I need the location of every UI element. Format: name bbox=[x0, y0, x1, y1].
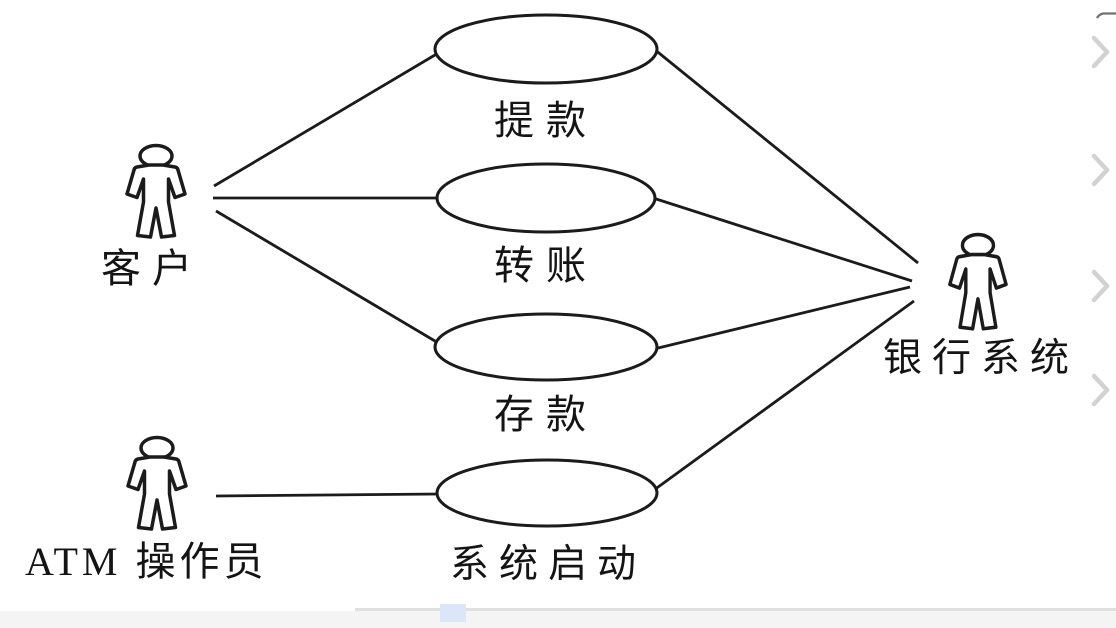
next-chevron-icon[interactable] bbox=[1091, 153, 1110, 187]
assoc-transfer-bank bbox=[652, 196, 913, 283]
use-case-withdraw-ellipse bbox=[433, 13, 659, 85]
next-chevron-icon[interactable] bbox=[1091, 35, 1110, 69]
assoc-customer-withdraw bbox=[213, 50, 441, 188]
use-case-transfer-ellipse bbox=[435, 162, 657, 234]
actor-atm-operator-label: ATM 操作员 bbox=[25, 539, 268, 584]
assoc-deposit-bank bbox=[653, 285, 911, 351]
use-case-deposit-ellipse bbox=[433, 312, 659, 382]
use-case-withdraw-label: 提款 bbox=[494, 98, 598, 143]
top-right-border-artifact bbox=[1096, 12, 1116, 19]
bottom-border-artifact bbox=[355, 608, 1116, 611]
use-case-deposit-label: 存款 bbox=[494, 392, 598, 437]
actor-customer-icon bbox=[125, 143, 187, 239]
actor-bank-system-icon bbox=[948, 232, 1008, 331]
bottom-band-artifact bbox=[0, 611, 1116, 628]
assoc-operator-startup bbox=[215, 492, 441, 498]
actor-customer-label: 客户 bbox=[101, 246, 203, 291]
actor-bank-system-label: 银行系统 bbox=[882, 337, 1079, 380]
use-case-startup-label: 系统启动 bbox=[449, 543, 646, 586]
use-case-startup-ellipse bbox=[435, 458, 659, 528]
association-lines bbox=[213, 47, 919, 498]
assoc-startup-bank bbox=[653, 299, 915, 492]
bottom-highlight-artifact bbox=[440, 604, 466, 622]
next-chevron-icon[interactable] bbox=[1091, 373, 1110, 407]
next-chevron-icon[interactable] bbox=[1091, 269, 1110, 303]
assoc-customer-deposit bbox=[215, 209, 441, 346]
use-case-ellipses bbox=[433, 13, 659, 528]
actor-atm-operator-icon bbox=[126, 435, 188, 531]
use-case-transfer-label: 转账 bbox=[494, 243, 598, 288]
assoc-withdraw-bank bbox=[653, 47, 919, 265]
